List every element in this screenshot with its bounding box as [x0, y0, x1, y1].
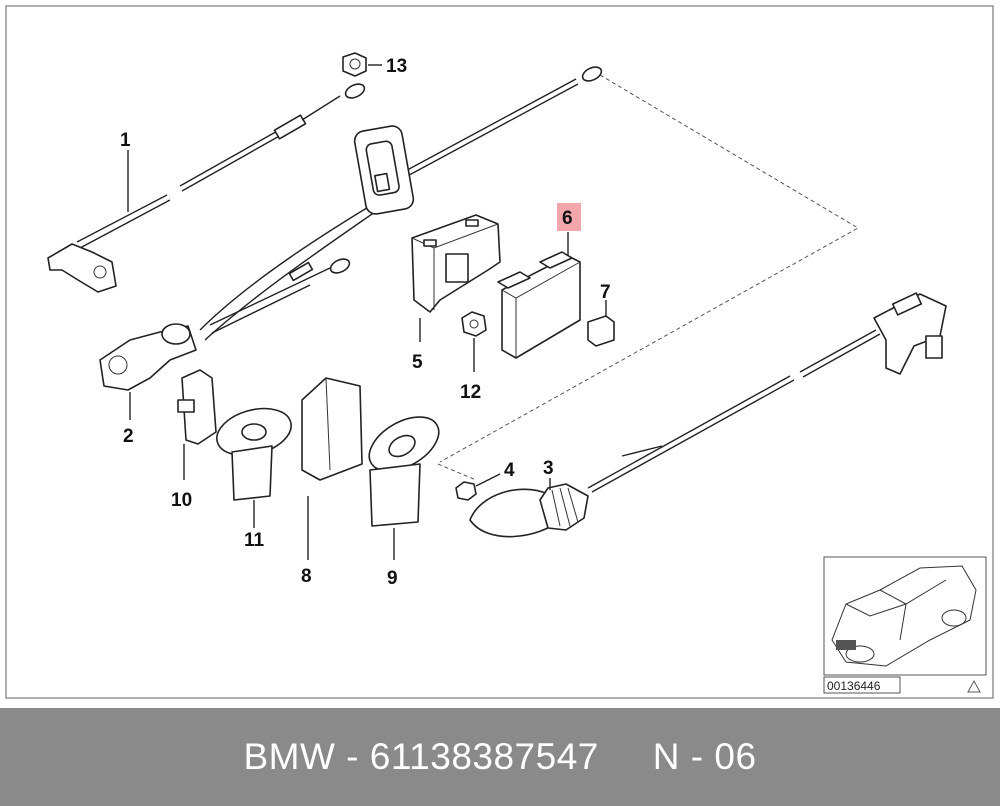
- warning-triangle-icon: [967, 679, 981, 693]
- cable-grommet: [353, 125, 415, 215]
- part-7-connector: [587, 300, 615, 347]
- right-connector-cable: [587, 292, 947, 493]
- part-10-clip: [177, 369, 217, 480]
- inset-diagram-id: 00136446: [827, 679, 881, 693]
- parts-diagram: 13 1 6 7 5 12 2 4 3 10 11 8 9 00136446: [5, 5, 994, 699]
- part-9-insulator: [368, 416, 440, 560]
- callout-7: 7: [600, 282, 611, 303]
- callout-12: 12: [460, 382, 481, 403]
- footer-bar: BMW - 61138387547 N - 06: [0, 708, 1000, 806]
- part-3-bellows-boot: [469, 478, 589, 538]
- callout-6-highlight: [557, 203, 581, 231]
- part-4-nut: [455, 473, 501, 501]
- callout-3: 3: [543, 458, 554, 479]
- part-2-terminal-clamp: [99, 323, 197, 420]
- part-12-nut: [461, 311, 487, 372]
- part-5-bracket: [411, 214, 501, 342]
- inset-id-box: [823, 676, 901, 694]
- part-1-battery-cable: [47, 83, 366, 293]
- part-8-cover: [301, 377, 363, 560]
- main-wire-harness: [199, 66, 603, 341]
- part-6-control-module: [497, 232, 581, 359]
- assembly-dash-lines: [437, 74, 860, 481]
- callout-11: 11: [244, 530, 265, 551]
- part-13-nut: [342, 52, 382, 77]
- callout-5: 5: [412, 352, 423, 373]
- callout-1: 1: [120, 130, 131, 151]
- callout-10: 10: [171, 490, 192, 511]
- diagram-frame: [5, 5, 994, 699]
- callout-6: 6: [562, 208, 573, 229]
- callout-2: 2: [123, 426, 134, 447]
- callout-9: 9: [387, 568, 398, 589]
- callout-13: 13: [386, 56, 407, 77]
- callout-8: 8: [301, 566, 312, 587]
- callout-4: 4: [504, 460, 515, 481]
- car-location-inset: 00136446: [823, 556, 987, 694]
- footer-part-number: BMW - 61138387547 N - 06: [243, 736, 757, 777]
- part-11-cover: [216, 407, 292, 528]
